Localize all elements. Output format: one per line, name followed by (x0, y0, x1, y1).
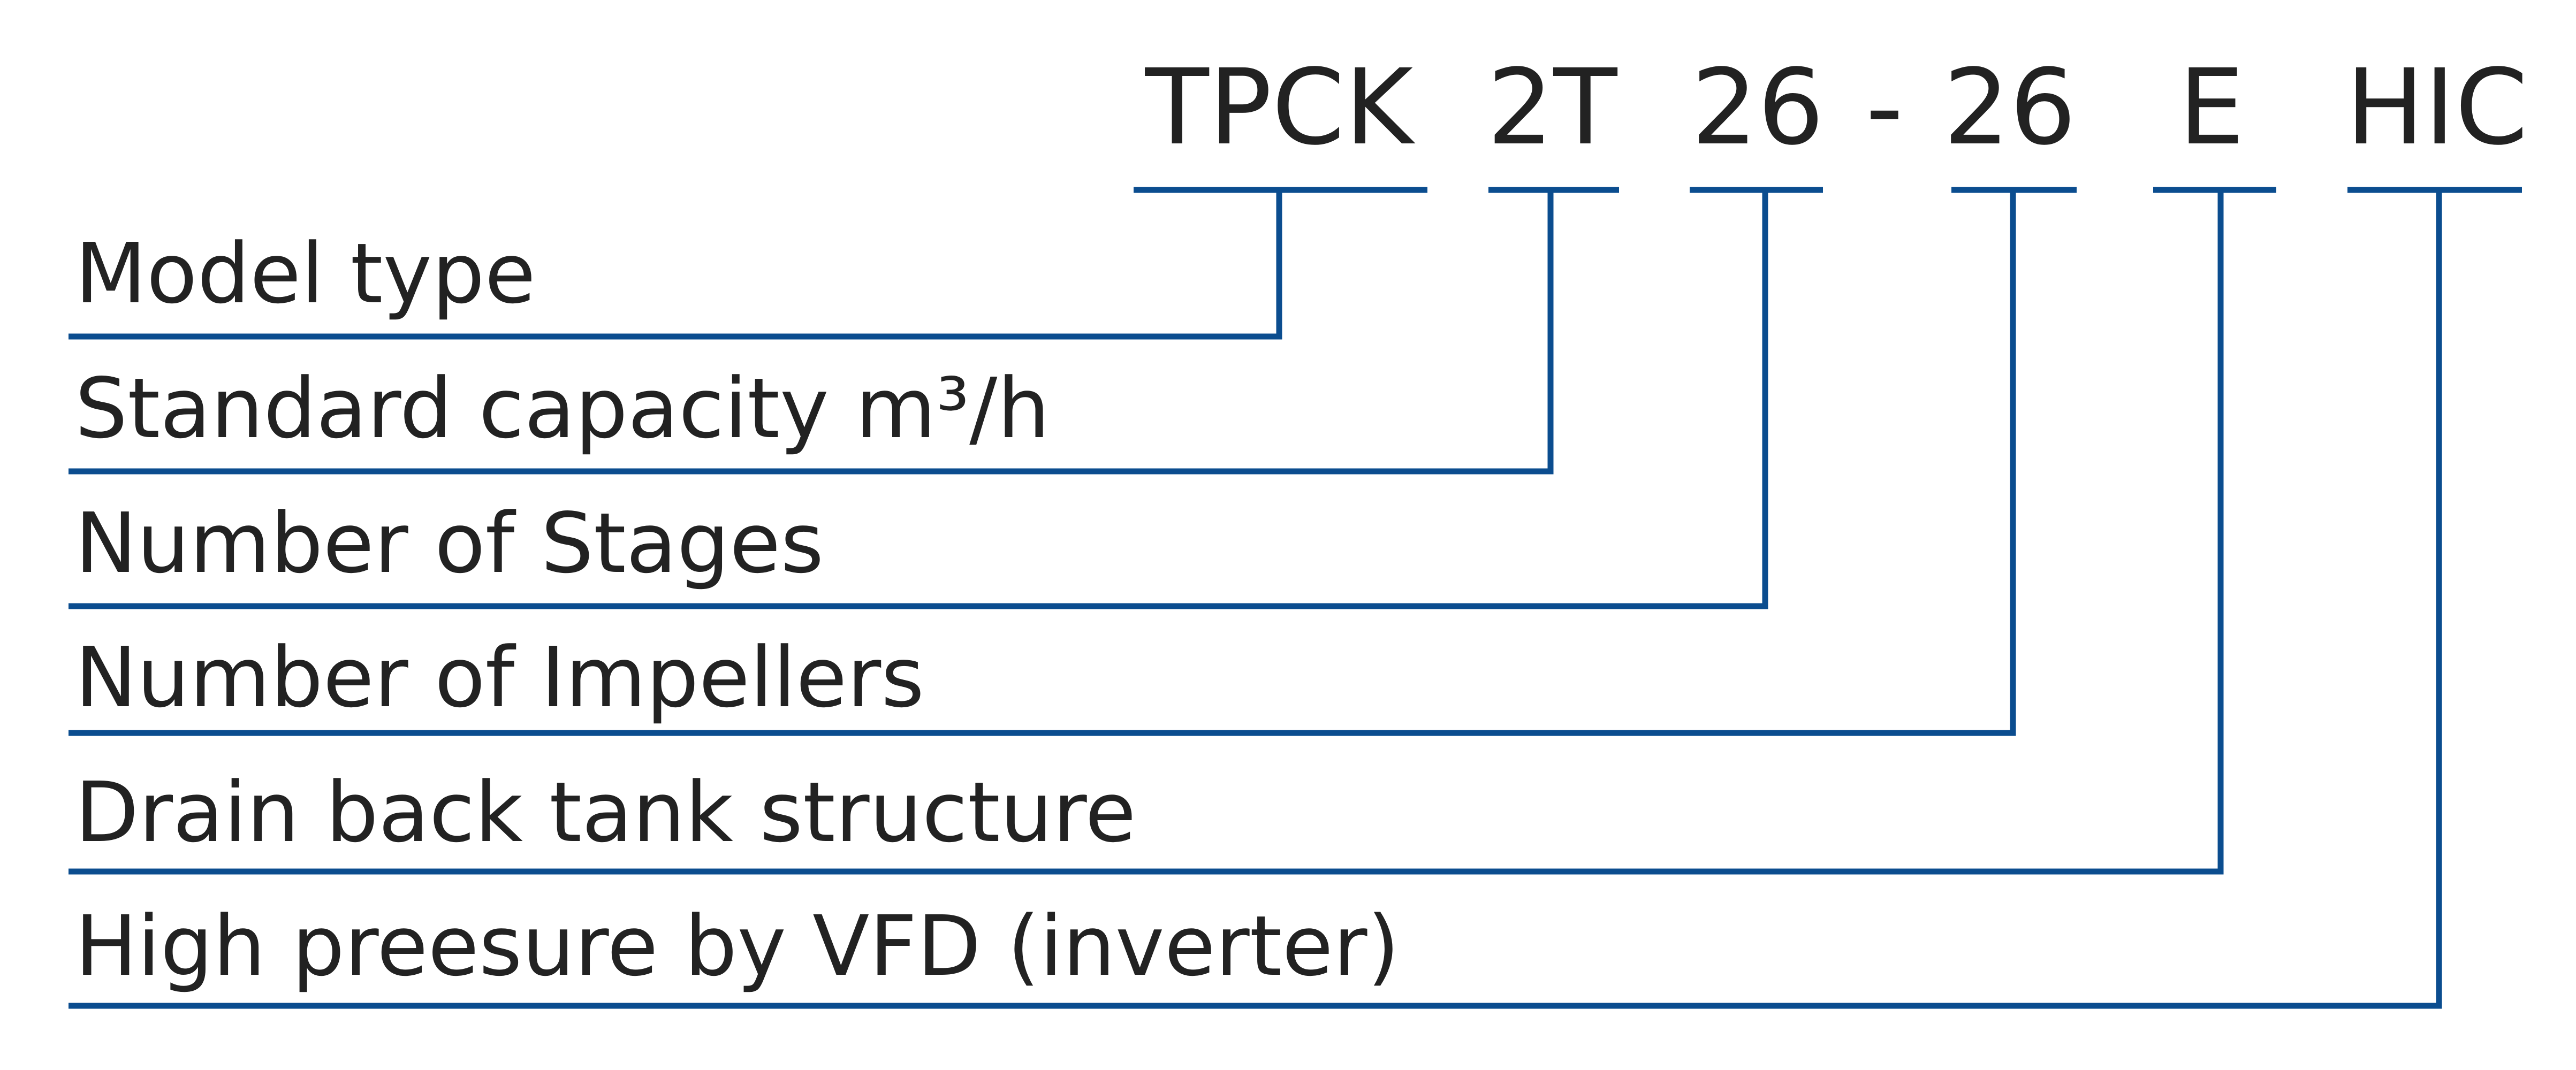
description-labels: Model type Standard capacity m³/h Number… (75, 225, 1400, 995)
code-segment-model-type: TPCK (1145, 47, 1416, 168)
connector-lines (69, 190, 2442, 1009)
label-high-pressure-vfd: High preesure by VFD (inverter) (75, 898, 1400, 995)
code-separator-dash: - (1866, 47, 1903, 168)
label-number-of-impellers: Number of Impellers (75, 629, 924, 726)
connector-impellers (69, 190, 2016, 736)
code-segment-capacity: 2T (1487, 47, 1617, 168)
label-number-of-stages: Number of Stages (75, 495, 824, 592)
label-drain-back-tank: Drain back tank structure (75, 764, 1136, 861)
connector-capacity (69, 190, 1554, 475)
connector-drain-back (69, 190, 2224, 875)
connector-stages (69, 190, 1768, 609)
model-code: TPCK 2T 26 - 26 E HIC (1145, 47, 2528, 168)
connector-model-type (69, 190, 1282, 340)
code-segment-stages: 26 (1691, 47, 1824, 168)
code-segment-high-pressure: HIC (2346, 47, 2528, 168)
code-segment-drain-back: E (2178, 47, 2244, 168)
connector-high-pressure (69, 190, 2442, 1009)
code-segment-impellers: 26 (1943, 47, 2076, 168)
label-model-type: Model type (75, 225, 536, 322)
label-standard-capacity: Standard capacity m³/h (75, 360, 1050, 457)
